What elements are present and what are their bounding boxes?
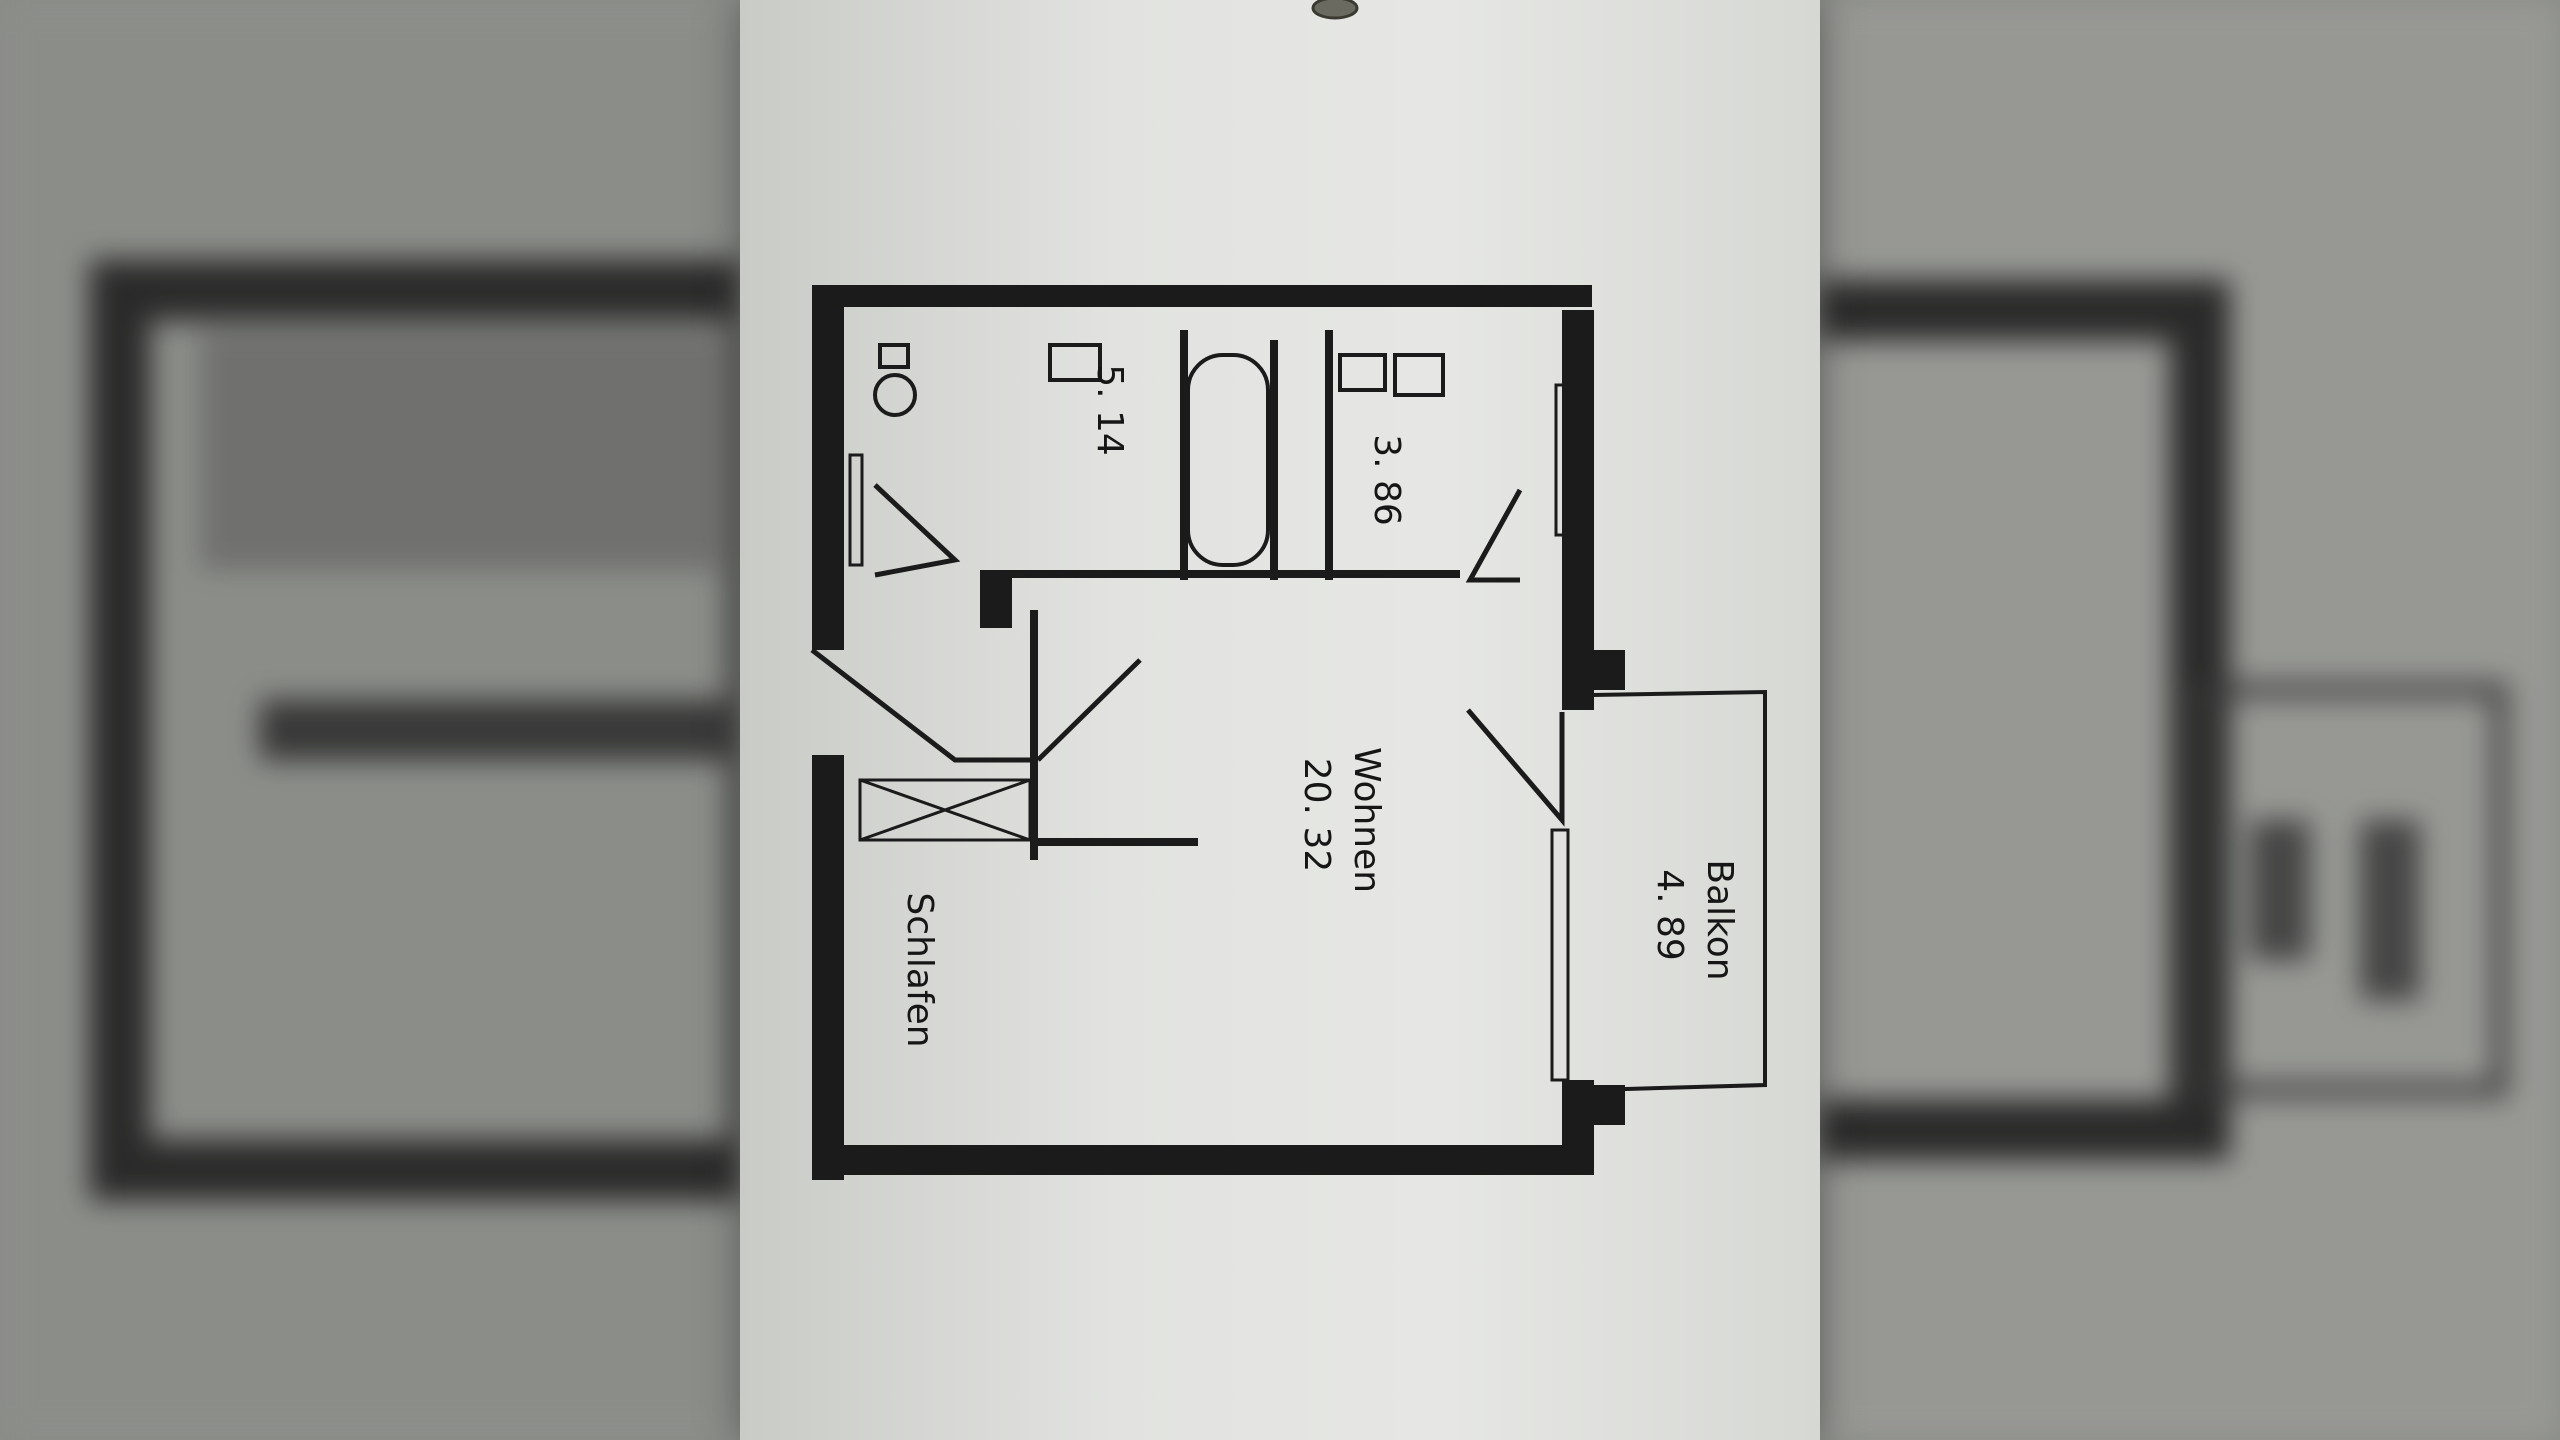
toilet-tank-icon [878, 343, 910, 369]
door-swings [810, 483, 1565, 827]
living-name-label: Wohnen [1346, 747, 1387, 893]
walls [812, 285, 1625, 1180]
toilet-icon [873, 373, 917, 417]
balcony-outline [1591, 689, 1767, 1092]
door-balcony [1466, 708, 1565, 827]
blurred-right-backdrop [1820, 0, 2560, 1440]
partition-tub [1270, 340, 1278, 580]
partition-bedroom [1030, 610, 1038, 860]
blurred-plan-right [1820, 280, 2507, 1160]
partition-corridor [980, 570, 1460, 578]
fixtures [873, 343, 1445, 567]
wall-top [812, 285, 1592, 307]
balcony-area-label: 4. 89 [1649, 869, 1690, 961]
bedroom-name-label: Schlafen [899, 892, 940, 1047]
closet [858, 778, 1032, 842]
hook-icon [1311, 0, 1359, 20]
window-kitchen [1554, 383, 1570, 537]
bath-area-label: 5. 14 [1089, 364, 1130, 456]
partition-bath [1180, 330, 1188, 580]
sink-icon [1048, 343, 1102, 382]
kitchen-area-label: 3. 86 [1366, 434, 1407, 526]
balcony-name-label: Balkon [1699, 859, 1740, 980]
wall-left-lower [812, 755, 844, 1180]
door-living [1036, 658, 1142, 762]
wall-notch [1570, 650, 1625, 690]
bathtub-icon [1186, 353, 1270, 567]
floor-plan-photo: 5. 14 3. 86 Wohnen 20. 32 Balkon 4. 89 S… [740, 0, 1820, 1440]
living-area-label: 20. 32 [1296, 758, 1337, 873]
partition-kitchen [1325, 330, 1333, 580]
wall-bottom [812, 1145, 1592, 1175]
wall-left-upper [812, 285, 844, 650]
blurred-plan-left [90, 260, 740, 1200]
door-bath [873, 483, 961, 578]
door-entry [810, 648, 1038, 763]
windows [848, 383, 1570, 1082]
door-kitchen [1465, 488, 1523, 583]
window-living [1550, 828, 1570, 1082]
kitchen-sink-icon [1338, 353, 1387, 392]
stove-icon [1393, 353, 1445, 397]
closet-box [858, 778, 1032, 842]
floor-plan: 5. 14 3. 86 Wohnen 20. 32 Balkon 4. 89 S… [810, 0, 1767, 1180]
wall-right-lower [1562, 1080, 1594, 1175]
blurred-left-backdrop [0, 0, 740, 1440]
column [980, 578, 1012, 628]
partition-bedroom-h [1038, 838, 1198, 846]
window-bath [848, 453, 864, 567]
